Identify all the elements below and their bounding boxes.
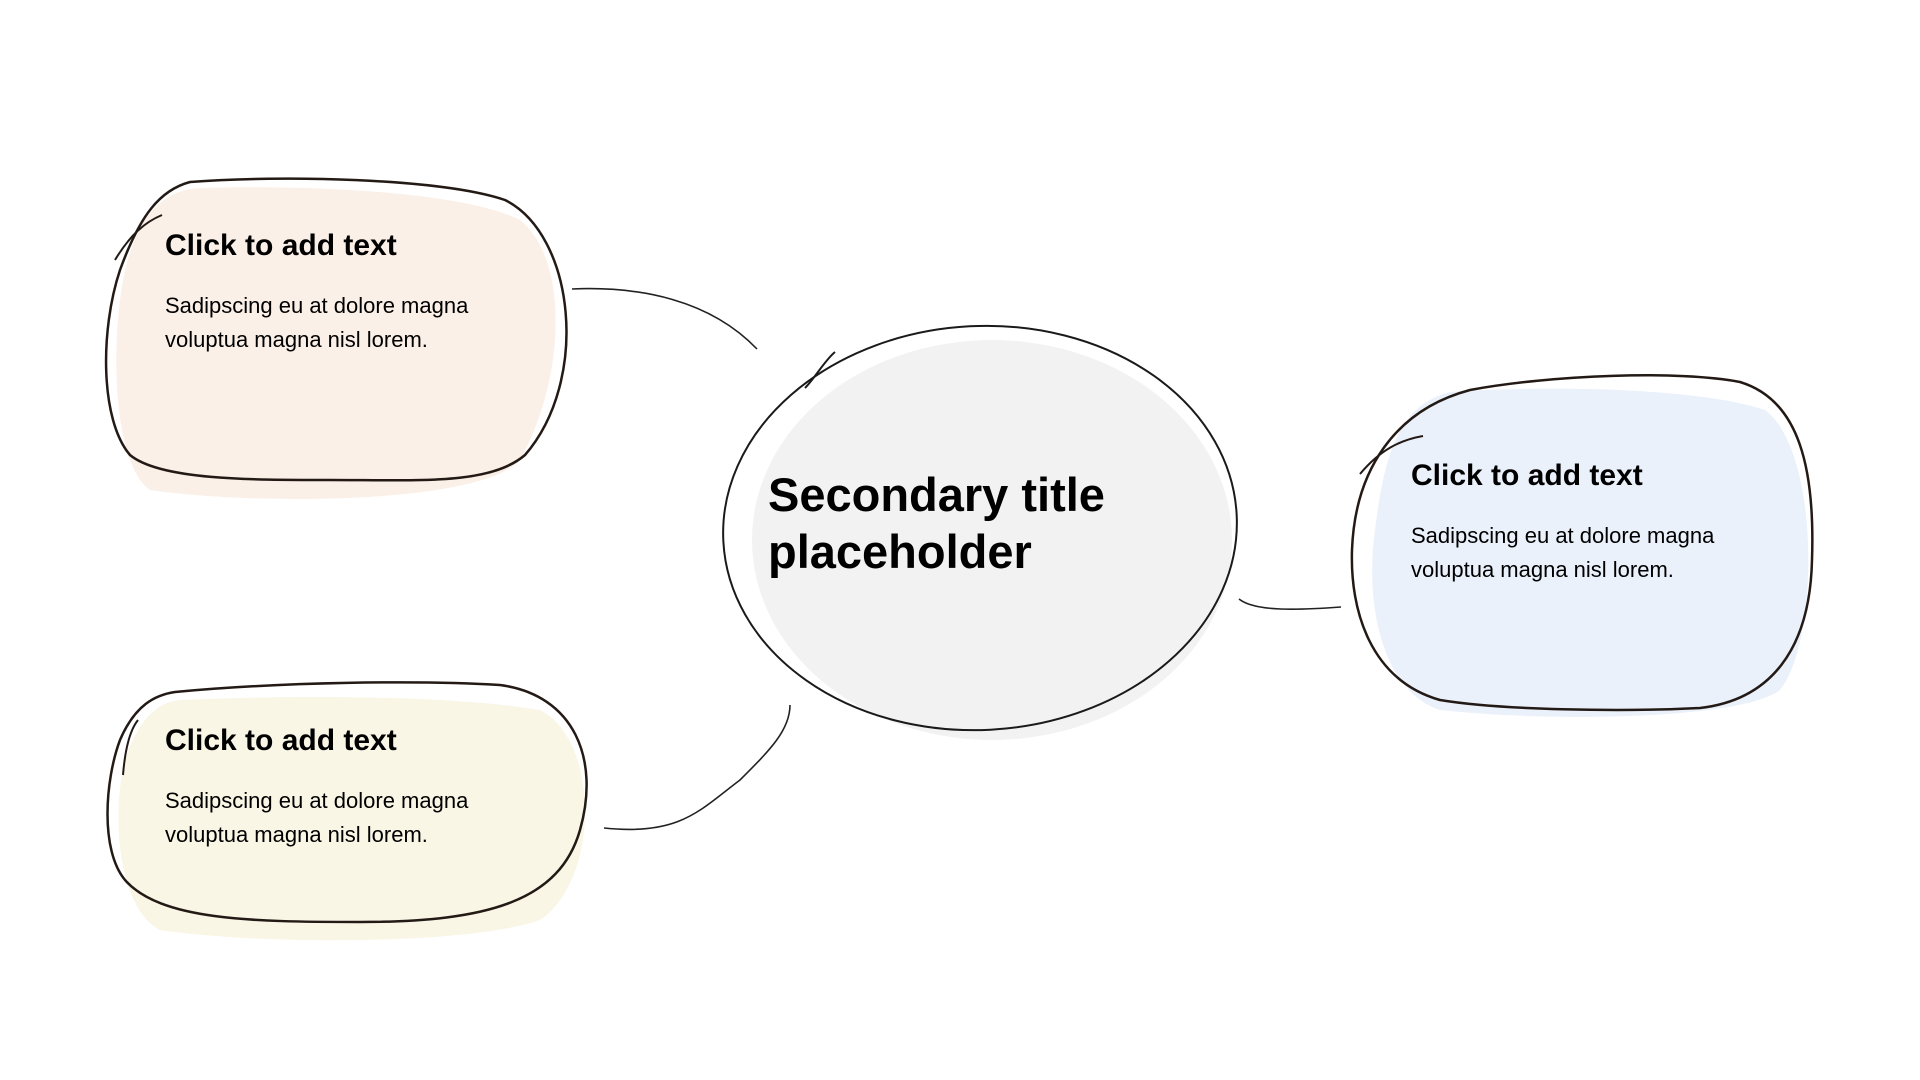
connector-bottom-left <box>603 704 791 831</box>
node-body[interactable]: Sadipscing eu at dolore magna voluptua m… <box>165 788 469 847</box>
node-heading[interactable]: Click to add text <box>1411 459 1643 492</box>
node-heading[interactable]: Click to add text <box>165 724 397 757</box>
node-top-left-outline <box>104 177 568 482</box>
node-heading[interactable]: Click to add text <box>165 229 397 262</box>
node-top-left-fill <box>116 187 556 499</box>
center-title[interactable]: Secondary title placeholder <box>768 468 1105 578</box>
node-top-left[interactable]: Click to add text Sadipscing eu at dolor… <box>165 229 545 357</box>
center-node-outline <box>722 324 1238 732</box>
connector-right <box>1238 598 1342 611</box>
node-bottom-left[interactable]: Click to add text Sadipscing eu at dolor… <box>165 724 545 852</box>
node-right-outline <box>1350 374 1814 712</box>
sketch-stroke <box>1359 435 1424 475</box>
node-body[interactable]: Sadipscing eu at dolore magna voluptua m… <box>1411 523 1715 582</box>
node-bottom-left-fill <box>118 697 585 941</box>
center-node-fill <box>752 340 1232 740</box>
center-node[interactable]: Secondary title placeholder <box>768 466 1188 580</box>
node-bottom-left-outline <box>106 681 588 924</box>
sketch-stroke <box>122 719 139 776</box>
node-body[interactable]: Sadipscing eu at dolore magna voluptua m… <box>165 293 469 352</box>
node-right-fill <box>1372 388 1809 717</box>
sketch-stroke <box>804 351 836 389</box>
connector-top-left <box>571 287 758 350</box>
sketch-stroke <box>114 214 163 261</box>
node-right[interactable]: Click to add text Sadipscing eu at dolor… <box>1411 459 1791 587</box>
